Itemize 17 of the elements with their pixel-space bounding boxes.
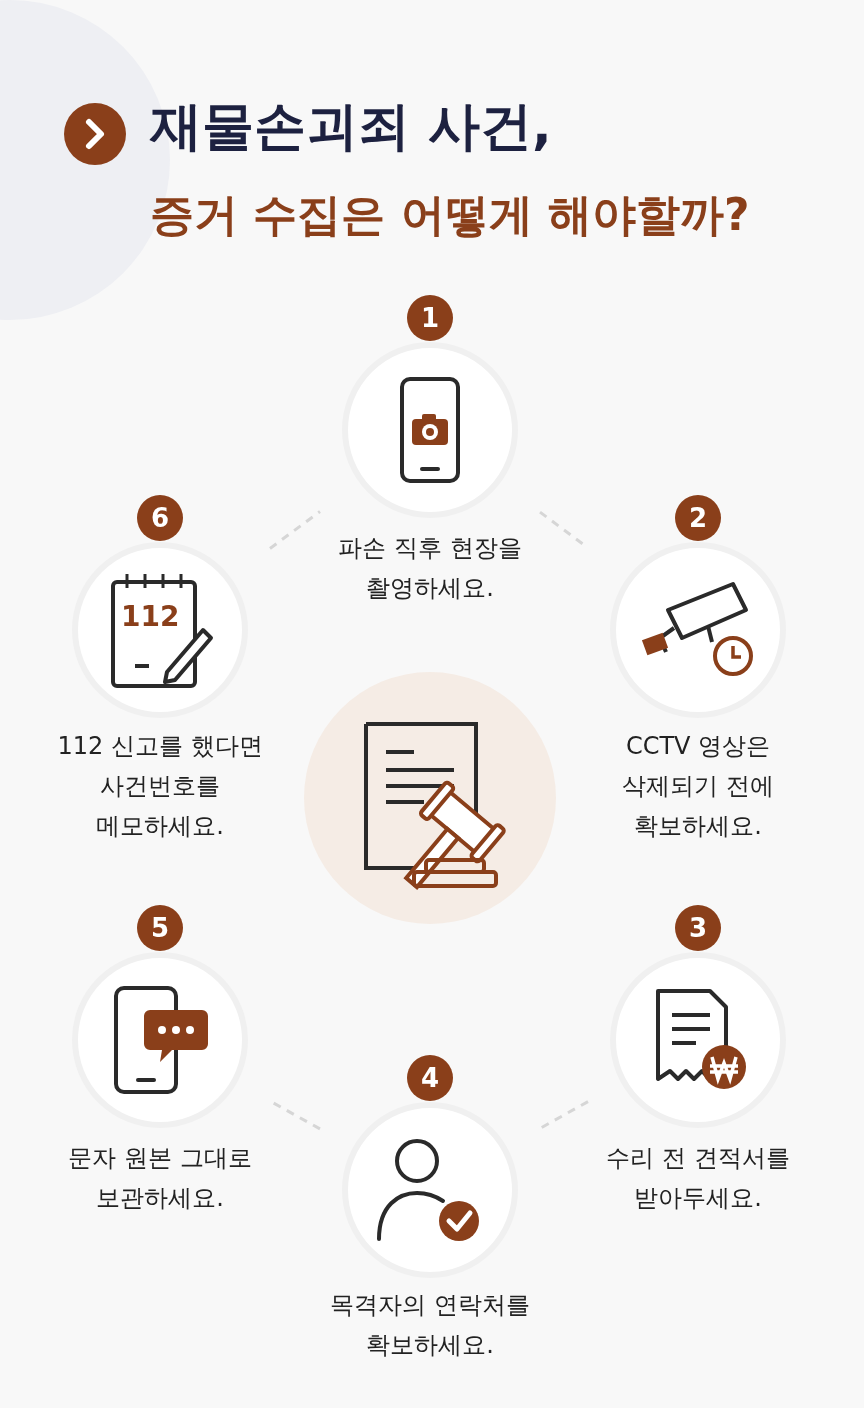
step-number-badge: 3 [675, 905, 721, 951]
step-number-badge: 1 [407, 295, 453, 341]
step-number-badge: 6 [137, 495, 183, 541]
subtitle: 증거 수집은 어떻게 해야할까? [150, 188, 750, 242]
step-number-badge: 2 [675, 495, 721, 541]
step-number-badge: 5 [137, 905, 183, 951]
step-caption: CCTV 영상은 삭제되기 전에 확보하세요. [621, 731, 775, 842]
step-caption: 수리 전 견적서를 받아두세요. [605, 1143, 791, 1214]
step-number-badge: 4 [407, 1055, 453, 1101]
notepad-number: 112 [121, 600, 180, 633]
dashed-connector [269, 510, 321, 550]
step-caption: 문자 원본 그대로 보관하세요. [67, 1143, 253, 1214]
step-caption: 목격자의 연락처를 확보하세요. [329, 1290, 531, 1361]
dashed-connector [539, 1100, 589, 1130]
step-caption: 파손 직후 현장을 촬영하세요. [337, 533, 523, 604]
step-caption: 112 신고를 했다면 사건번호를 메모하세요. [56, 731, 264, 842]
title: 재물손괴죄 사건, [150, 95, 552, 158]
